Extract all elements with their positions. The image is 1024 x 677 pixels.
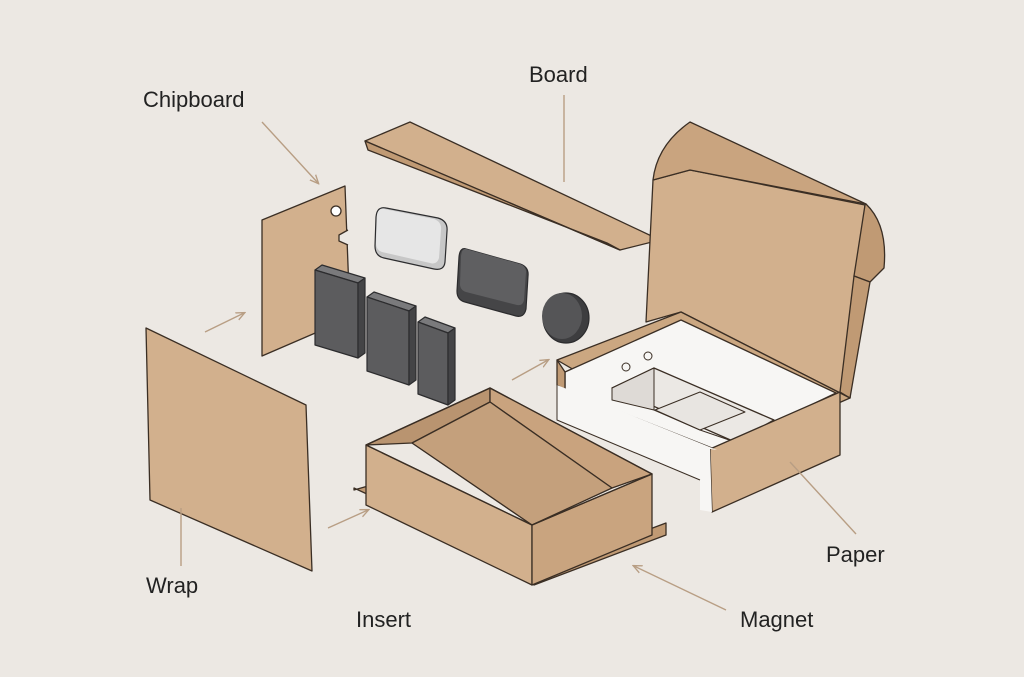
dark-magnet-pad	[456, 248, 529, 317]
wrap-part	[145, 327, 313, 572]
label-board: Board	[529, 62, 588, 87]
round-magnet	[542, 292, 590, 344]
wrap-arrow	[204, 313, 244, 333]
label-chipboard: Chipboard	[143, 87, 245, 112]
label-wrap: Wrap	[146, 573, 199, 598]
magnet-blocks	[314, 264, 456, 406]
insert-arrow-upper	[511, 360, 548, 381]
chipboard-leader	[261, 121, 318, 183]
label-insert: Insert	[356, 607, 412, 632]
label-magnet: Magnet	[740, 607, 814, 632]
paper-leader	[789, 461, 857, 535]
insert-arrow-lower	[327, 510, 368, 529]
label-paper: Paper	[826, 542, 885, 567]
white-magnet-pad	[374, 207, 448, 270]
leader-lines	[180, 95, 857, 611]
board-part	[364, 121, 661, 251]
insert-part	[353, 387, 667, 586]
mailer-box-part	[556, 121, 886, 513]
magnet-arrow	[634, 566, 727, 611]
